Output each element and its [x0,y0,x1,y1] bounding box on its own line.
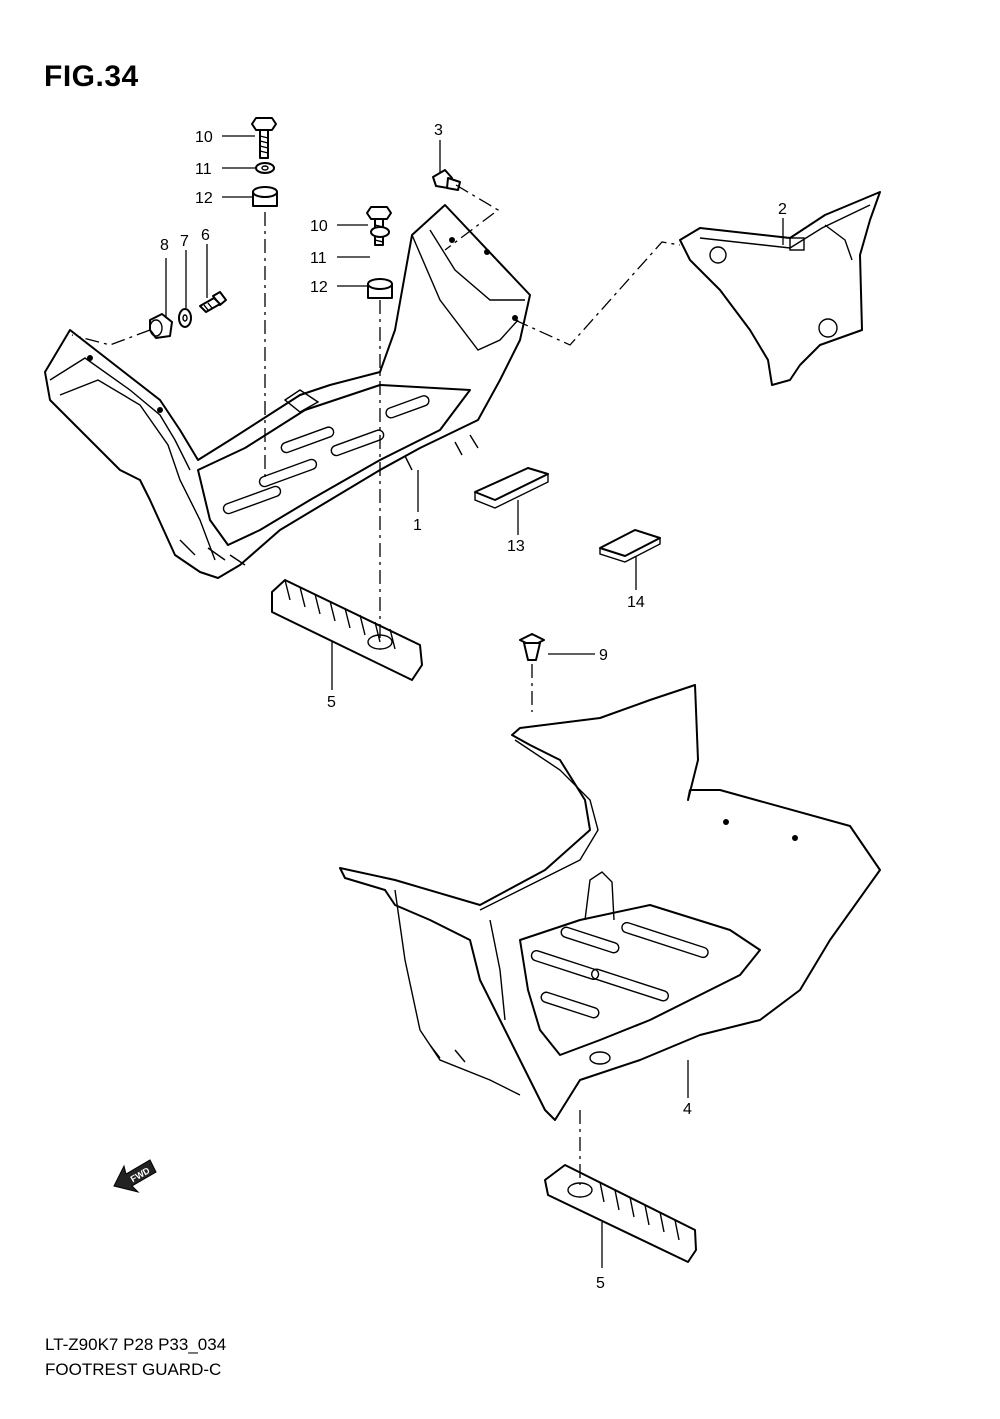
callout-5-upper: 5 [327,694,336,711]
part-5-footrest-pad-upper [271,579,423,681]
callout-12-upper: 12 [195,190,213,207]
part-12-grommet-lower [367,278,393,299]
fwd-arrow-icon: FWD [113,1159,157,1193]
part-5-footrest-pad-lower [544,1164,697,1263]
figure-name: FOOTREST GUARD-C [45,1360,222,1379]
callout-2: 2 [778,201,787,218]
callout-1: 1 [413,517,422,534]
part-4-footrest-guard-right [339,684,881,1121]
part-6-bolt [199,291,227,313]
callout-11-upper: 11 [195,161,212,178]
part-10-bolt-lower [366,206,392,246]
part-11-washer-lower [370,226,390,238]
callout-3: 3 [434,122,443,139]
part-1-footrest-guard-left [44,204,531,579]
part-3-clip [432,169,461,191]
callout-13: 13 [507,538,525,555]
model-code: LT-Z90K7 P28 P33_034 [45,1335,227,1354]
assembly-lines [71,184,681,1185]
callout-4: 4 [683,1101,692,1118]
callout-6: 6 [201,227,210,244]
callout-8: 8 [160,237,169,254]
callout-labels: 10 11 12 10 11 12 3 2 8 7 6 1 13 14 5 9 … [160,122,787,1292]
callout-10-upper: 10 [195,129,213,146]
part-9-clip [519,633,545,661]
callout-9: 9 [599,647,608,664]
callout-14: 14 [627,594,645,611]
part-13-pad [474,467,549,509]
part-8-collar [149,313,173,339]
callout-7: 7 [180,233,189,250]
part-11-washer-upper [255,162,275,174]
part-7-washer [178,308,192,328]
figure-title: FIG.34 [44,60,139,93]
leader-lines [165,135,784,1268]
callout-11-lower: 11 [310,250,327,267]
part-10-bolt-upper [251,117,277,159]
callout-5-lower: 5 [596,1275,605,1292]
callout-12-lower: 12 [310,279,328,296]
part-14-pad [599,529,661,563]
part-12-grommet-upper [252,186,278,207]
callout-10-lower: 10 [310,218,328,235]
part-2-side-cover [679,191,881,386]
